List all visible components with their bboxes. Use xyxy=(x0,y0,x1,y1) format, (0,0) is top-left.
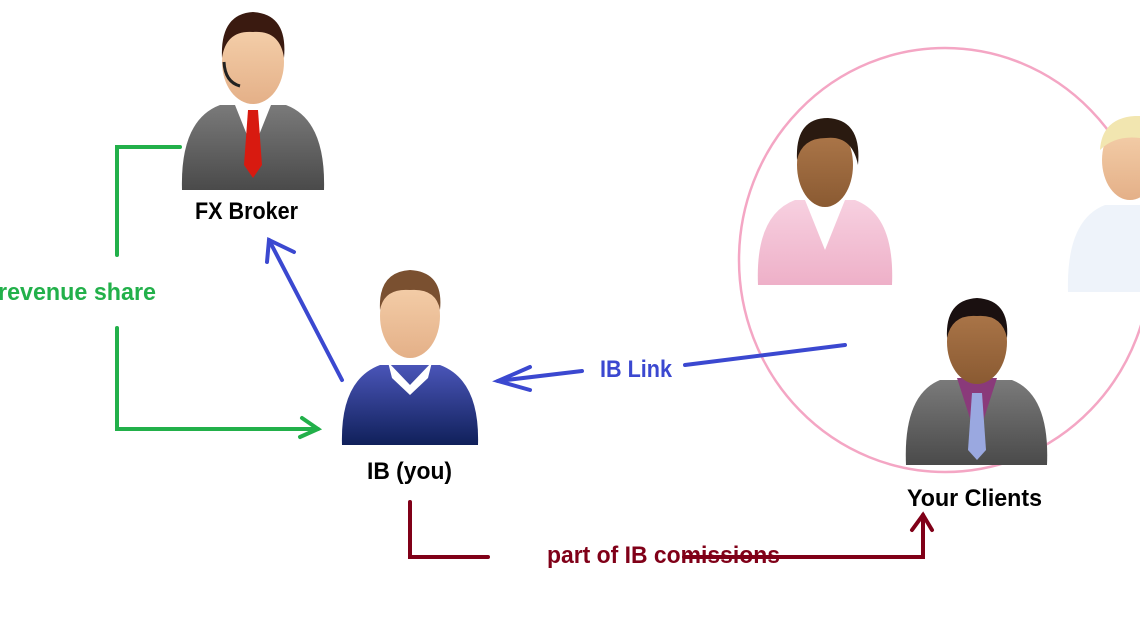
broker-label: FX Broker xyxy=(195,198,298,225)
commissions-arrow xyxy=(408,500,934,559)
revenue-share-label: revenue share xyxy=(0,279,156,306)
client-blonde-avatar-icon xyxy=(1067,116,1140,292)
ib-avatar-icon xyxy=(341,270,479,445)
client-woman-avatar-icon xyxy=(757,118,893,285)
client-man-avatar-icon xyxy=(905,298,1048,465)
broker-avatar-icon xyxy=(181,12,325,190)
clients-label: Your Clients xyxy=(907,485,1042,512)
revenue-share-arrow xyxy=(115,145,323,439)
ib-to-broker-arrow xyxy=(265,236,344,382)
ib-label: IB (you) xyxy=(367,458,452,485)
ib-link-label: IB Link xyxy=(600,356,673,383)
ib-link-arrow xyxy=(492,343,847,392)
commissions-label: part of IB comissions xyxy=(547,542,780,569)
clients-group-circle xyxy=(737,46,1140,474)
